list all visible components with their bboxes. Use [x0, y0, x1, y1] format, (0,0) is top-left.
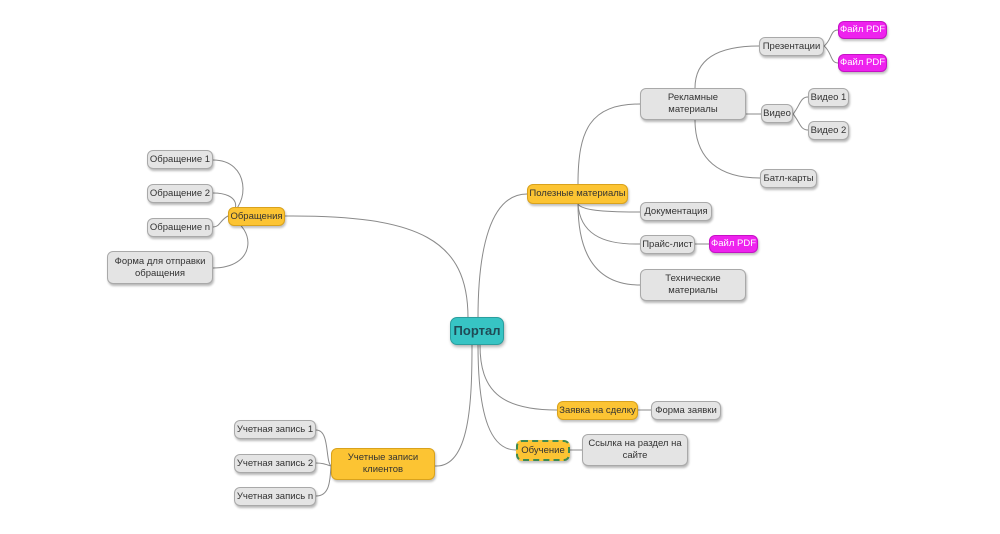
- node-account-2[interactable]: Учетная запись 2: [234, 454, 316, 473]
- node-account-1[interactable]: Учетная запись 1: [234, 420, 316, 439]
- node-requests[interactable]: Обращения: [228, 207, 285, 226]
- link-root-deal: [479, 344, 558, 411]
- node-useful-materials[interactable]: Полезные материалы: [527, 184, 628, 204]
- link-useful-ads: [577, 103, 641, 185]
- link-req-n: [212, 215, 229, 228]
- node-pdf-file-2[interactable]: Файл PDF: [838, 54, 887, 72]
- node-technical-materials[interactable]: Технические материалы: [640, 269, 746, 301]
- node-price-pdf-file[interactable]: Файл PDF: [709, 235, 758, 253]
- link-video-v1: [792, 96, 809, 115]
- link-ads-pres: [694, 45, 760, 89]
- node-request-submit-form[interactable]: Форма для отправки обращения: [107, 251, 213, 284]
- root-node-portal[interactable]: Портал: [450, 317, 504, 345]
- node-request-2[interactable]: Обращение 2: [147, 184, 213, 203]
- link-acc-2: [315, 462, 332, 467]
- node-training[interactable]: Обучение: [516, 440, 570, 461]
- node-video[interactable]: Видео: [761, 104, 793, 123]
- node-pdf-file-1[interactable]: Файл PDF: [838, 21, 887, 39]
- link-root-accounts: [434, 344, 473, 467]
- node-request-n[interactable]: Обращение n: [147, 218, 213, 237]
- node-ad-materials[interactable]: Рекламные материалы: [640, 88, 746, 120]
- node-deal-request[interactable]: Заявка на сделку: [557, 401, 638, 420]
- node-account-n[interactable]: Учетная запись n: [234, 487, 316, 506]
- link-root-useful: [477, 193, 528, 319]
- node-price-list[interactable]: Прайс-лист: [640, 235, 695, 254]
- link-root-requests: [284, 215, 469, 319]
- node-client-accounts[interactable]: Учетные записи клиентов: [331, 448, 435, 480]
- node-site-section-link[interactable]: Ссылка на раздел на сайте: [582, 434, 688, 466]
- node-request-1[interactable]: Обращение 1: [147, 150, 213, 169]
- node-battle-cards[interactable]: Батл-карты: [760, 169, 817, 188]
- node-presentations[interactable]: Презентации: [759, 37, 824, 56]
- link-useful-tech: [577, 203, 641, 286]
- link-root-training: [477, 344, 517, 451]
- link-acc-n: [315, 465, 332, 497]
- link-useful-docs: [577, 203, 641, 213]
- link-acc-1: [315, 429, 332, 467]
- node-video-2[interactable]: Видео 2: [808, 121, 849, 140]
- link-ads-battle: [694, 119, 761, 179]
- link-useful-price: [577, 203, 641, 245]
- node-request-form[interactable]: Форма заявки: [651, 401, 721, 420]
- link-pres-pdf1: [823, 29, 839, 47]
- node-documentation[interactable]: Документация: [640, 202, 712, 221]
- link-pres-pdf2: [823, 45, 839, 64]
- node-video-1[interactable]: Видео 1: [808, 88, 849, 107]
- link-video-v2: [792, 113, 809, 131]
